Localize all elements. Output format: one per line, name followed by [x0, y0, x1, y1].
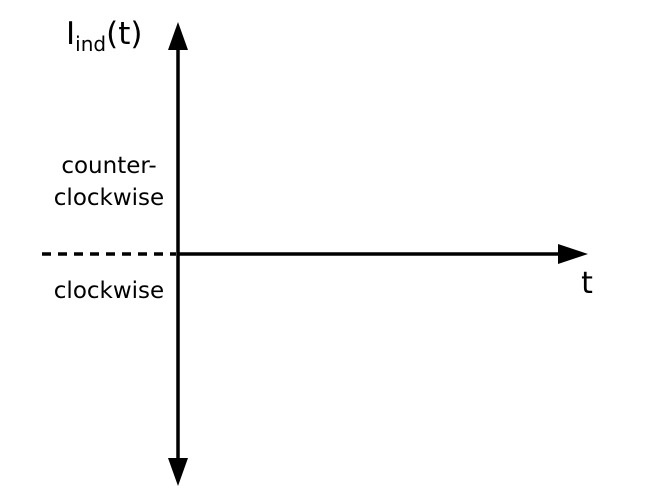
counter-clockwise-label-line2: clockwise — [54, 185, 164, 211]
y-axis-label-argument: (t) — [106, 16, 142, 52]
clockwise-label: clockwise — [54, 278, 164, 304]
y-axis-label-subscript: ind — [75, 32, 106, 56]
x-axis-label: t — [581, 266, 593, 301]
y-axis-label: Iind(t) — [66, 16, 142, 56]
y-axis-label-main: I — [66, 16, 75, 52]
y-axis-arrow-down — [168, 458, 188, 486]
counter-clockwise-label-line1: counter- — [61, 153, 156, 179]
y-axis-arrow-up — [168, 22, 188, 50]
x-axis-arrow — [558, 244, 588, 264]
